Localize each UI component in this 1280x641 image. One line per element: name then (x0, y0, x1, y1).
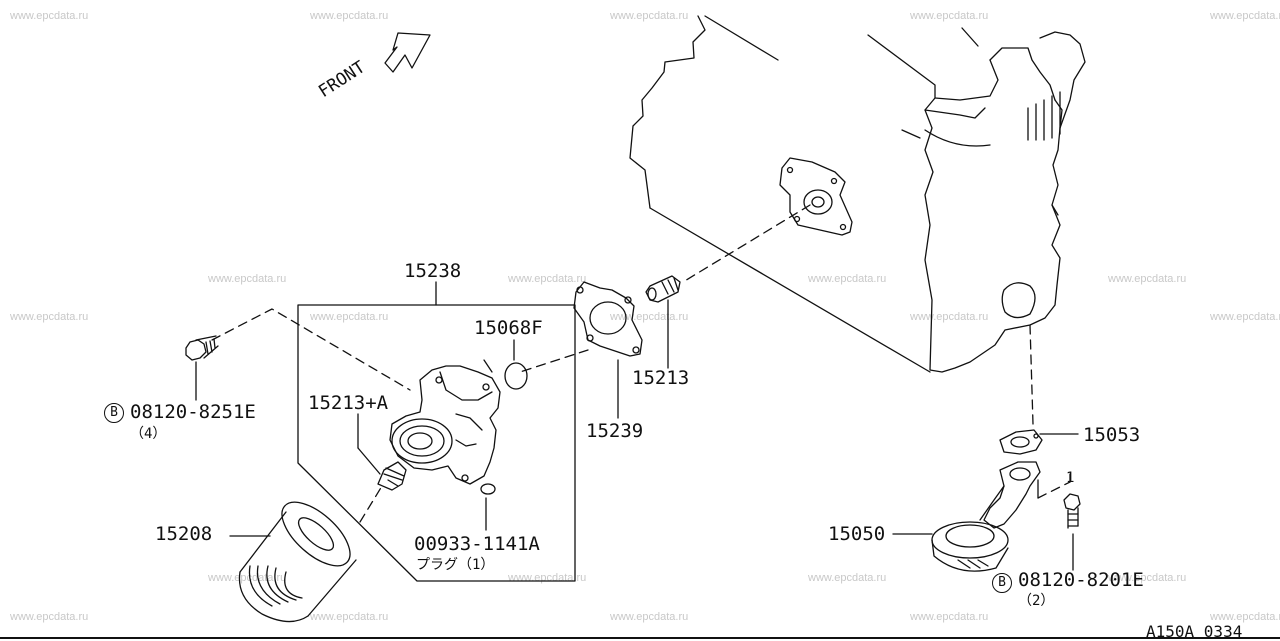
part-label-15213: 15213 (632, 367, 690, 389)
watermark: www.epcdata.ru (610, 311, 689, 323)
bolt-small-icon (1064, 494, 1080, 570)
watermark: www.epcdata.ru (610, 10, 689, 22)
assembly-box (298, 282, 575, 581)
front-arrow-icon (385, 33, 430, 72)
watermark: www.epcdata.ru (10, 10, 89, 22)
watermark: www.epcdata.ru (1108, 572, 1187, 584)
part-label-15053: 15053 (1083, 424, 1141, 446)
watermark: www.epcdata.ru (910, 611, 989, 623)
connector-stud-icon (646, 276, 680, 302)
part-label-15238: 15238 (404, 260, 462, 282)
part-label-15239: 15239 (586, 420, 644, 442)
o-ring-icon (505, 363, 527, 389)
watermark: www.epcdata.ru (310, 311, 389, 323)
plug-label: プラグ（1） (416, 557, 495, 573)
watermark: www.epcdata.ru (1108, 273, 1187, 285)
engine-block (630, 16, 1085, 372)
watermark: www.epcdata.ru (10, 611, 89, 623)
oil-filter-bracket (390, 360, 500, 494)
oil-filter-icon (239, 491, 360, 622)
part-label-15213a: 15213+A (308, 392, 389, 414)
diagram-code: A150A 0334 (1146, 622, 1243, 641)
watermark: www.epcdata.ru (808, 572, 887, 584)
watermark: www.epcdata.ru (208, 273, 287, 285)
watermark: www.epcdata.ru (1210, 311, 1280, 323)
connector-stud-a-icon (378, 462, 406, 490)
part-label-00933: 00933-1141A (414, 533, 540, 555)
watermark: www.epcdata.ru (808, 273, 887, 285)
part-label-15050: 15050 (828, 523, 886, 545)
watermark: www.epcdata.ru (910, 10, 989, 22)
watermark: www.epcdata.ru (610, 611, 689, 623)
reference-number: 1 (1066, 470, 1075, 486)
leader-dashed-lines (212, 205, 1070, 522)
oil-strainer-icon (932, 462, 1040, 571)
leader-lines (230, 300, 1078, 536)
part-label-08120-8251e: 08120-8251E (130, 401, 256, 423)
watermark: www.epcdata.ru (508, 273, 587, 285)
plug-icon (481, 484, 495, 494)
watermark: www.epcdata.ru (1210, 10, 1280, 22)
bolt-marker-icon: B (992, 573, 1012, 593)
watermark: www.epcdata.ru (10, 311, 89, 323)
bolt-icon (186, 336, 218, 400)
strainer-gasket-icon (1000, 430, 1042, 454)
part-label-15208: 15208 (155, 523, 213, 545)
watermark: www.epcdata.ru (1210, 611, 1280, 623)
quantity-label: （4） (130, 426, 167, 442)
bolt-marker-icon: B (104, 403, 124, 423)
watermark: www.epcdata.ru (910, 311, 989, 323)
watermark: www.epcdata.ru (310, 10, 389, 22)
gasket-icon (574, 282, 642, 356)
watermark: www.epcdata.ru (310, 611, 389, 623)
part-label-15068f: 15068F (474, 317, 543, 339)
part-label-08120-8201e: 08120-8201E (1018, 569, 1144, 591)
quantity-label: （2） (1018, 593, 1055, 609)
